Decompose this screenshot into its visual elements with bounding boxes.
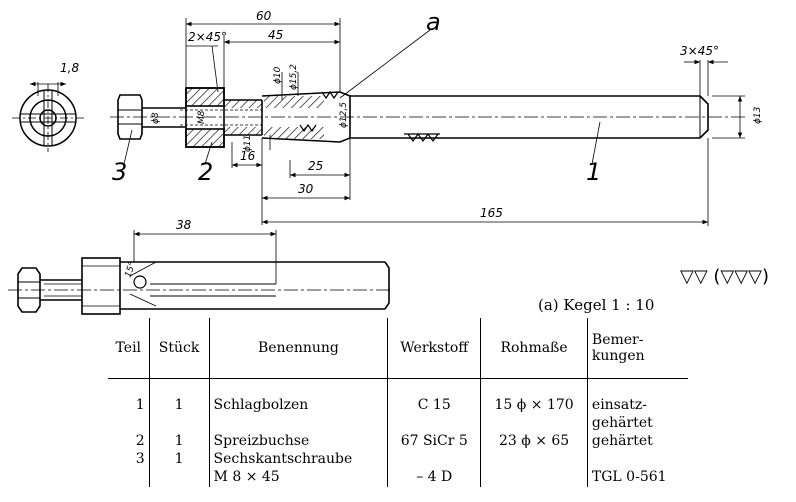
dim-60: 60 — [256, 9, 272, 23]
dim-dia10: ϕ10 — [273, 66, 283, 84]
dim-25: 25 — [308, 159, 323, 173]
dim-30: 30 — [298, 182, 314, 196]
dim-chamfer-left: 2×45° — [188, 30, 227, 44]
table-row: gehärtet — [108, 415, 688, 433]
detail-view — [8, 230, 392, 315]
dim-38: 38 — [176, 218, 192, 232]
dim-dia15: ϕ15,2 — [289, 64, 299, 90]
table-header-row: Teil Stück Benennung Werkstoff Rohmaße B… — [108, 318, 688, 379]
dim-dia12-5: ϕ12,5 — [339, 102, 349, 128]
dim-16: 16 — [240, 149, 256, 163]
parts-list-table: Teil Stück Benennung Werkstoff Rohmaße B… — [108, 318, 688, 487]
detail-label-a: a — [426, 8, 441, 36]
dim-slot-width: 1,8 — [60, 61, 79, 75]
dimension-lines — [123, 18, 728, 226]
end-view — [12, 81, 84, 152]
col-header-bemerkungen: Bemer- kungen — [586, 318, 688, 379]
dimension-texts: 60 45 2×45° 3×45° 16 25 30 165 ϕ10 ϕ15,2… — [112, 8, 763, 220]
main-assembly — [110, 87, 745, 148]
dim-dia8: ϕ8 — [151, 112, 161, 124]
part-label-2: 2 — [198, 158, 213, 186]
table-row — [108, 378, 688, 397]
col-header-benennung: Benennung — [208, 318, 388, 379]
dim-dia11: ϕ11 — [243, 135, 253, 152]
figure-caption: (a) Kegel 1 : 10 — [538, 296, 654, 314]
dim-m8: M8 — [197, 110, 207, 124]
table-row: 3 1 Sechskantschraube — [108, 451, 688, 469]
col-header-teil: Teil — [108, 318, 150, 379]
table-row: 1 1 Schlagbolzen C 15 15 ϕ × 170 einsatz… — [108, 397, 688, 415]
dim-45: 45 — [268, 28, 283, 42]
dim-165: 165 — [480, 206, 503, 220]
dim-angle-15: 15° — [123, 261, 138, 279]
surface-finish-symbol: ▽▽ (▽▽▽) — [680, 266, 769, 287]
col-header-werkstoff: Werkstoff — [387, 318, 481, 379]
col-header-stueck: Stück — [148, 318, 210, 379]
table-row: 2 1 Spreizbuchse 67 SiCr 5 23 ϕ × 65 geh… — [108, 433, 688, 451]
dim-chamfer-right: 3×45° — [680, 44, 719, 58]
dim-dia13: ϕ13 — [753, 106, 763, 124]
part-label-1: 1 — [586, 158, 601, 186]
part-label-3: 3 — [112, 158, 127, 186]
col-header-rohmasse: Rohmaße — [480, 318, 588, 379]
table-row: M 8 × 45 – 4 D TGL 0-561 — [108, 469, 688, 487]
